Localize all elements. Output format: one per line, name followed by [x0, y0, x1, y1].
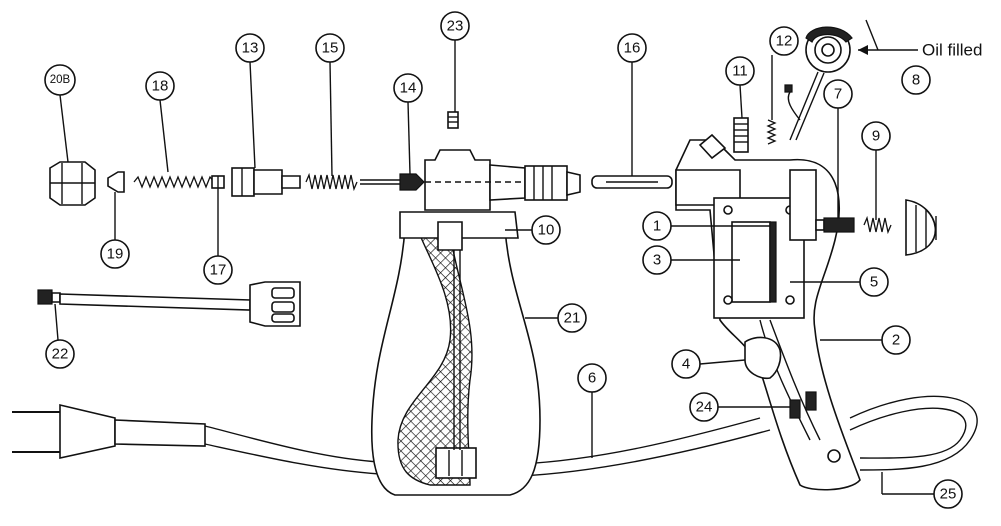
callout-13: 13	[235, 33, 265, 63]
adjuster-screw-7	[815, 217, 855, 233]
oil-filled-arrow	[858, 45, 918, 55]
rod-16	[591, 175, 673, 189]
spring-15	[305, 172, 358, 192]
callout-17: 17	[203, 255, 233, 285]
leader-lines	[54, 19, 934, 495]
callout-label: 24	[696, 399, 713, 416]
callout-label: 11	[732, 63, 748, 80]
callout-label: 13	[242, 40, 259, 57]
callout-1: 1	[642, 211, 672, 241]
callout-8: 8	[901, 65, 931, 95]
spring-9	[863, 215, 892, 235]
valve-17	[211, 175, 225, 189]
callout-7: 7	[823, 79, 853, 109]
switch-4	[744, 336, 782, 380]
callout-label: 21	[564, 310, 581, 327]
callout-2: 2	[881, 325, 911, 355]
callout-label: 17	[210, 262, 227, 279]
callout-23: 23	[440, 11, 470, 41]
callout-9: 9	[861, 121, 891, 151]
nozzle-tip	[107, 171, 125, 193]
callout-label: 15	[322, 40, 339, 57]
callout-21: 21	[557, 303, 587, 333]
callout-19: 19	[100, 239, 130, 269]
callout-14: 14	[393, 73, 423, 103]
callout-24: 24	[689, 392, 719, 422]
pin-23	[447, 111, 459, 129]
callout-16: 16	[617, 33, 647, 63]
callout-label: 18	[152, 78, 169, 95]
callout-6: 6	[577, 363, 607, 393]
adjuster-knob-8	[905, 199, 937, 256]
power-cord	[12, 395, 978, 477]
nozzle-nut	[49, 161, 96, 206]
callout-label: 10	[538, 222, 555, 239]
callout-label: 6	[588, 370, 596, 387]
container-cap	[399, 211, 519, 251]
callout-11: 11	[725, 56, 755, 86]
callout-label: 14	[400, 80, 417, 97]
callout-label: 7	[834, 86, 842, 103]
gun-housing	[675, 133, 861, 491]
spring-12	[766, 119, 777, 145]
callout-15: 15	[315, 33, 345, 63]
callout-label: 2	[892, 332, 900, 349]
callouts: 20B 18 13 15 23 14 16 11	[44, 11, 963, 509]
valve-body-13	[231, 167, 301, 197]
callout-label: 16	[624, 40, 641, 57]
callout-4: 4	[671, 349, 701, 379]
callout-12: 12	[769, 26, 799, 56]
callout-label: 8	[912, 72, 920, 89]
pump-body	[424, 149, 581, 211]
callout-label: 1	[653, 218, 661, 235]
spring-11	[733, 117, 749, 153]
callout-3: 3	[642, 245, 672, 275]
callout-label: 9	[872, 128, 880, 145]
callout-label: 23	[447, 18, 464, 35]
callout-label: 12	[776, 33, 793, 50]
oil-filled-capsule	[784, 26, 853, 141]
oil-filled-label: Oil filled	[922, 41, 982, 60]
spring-18	[133, 175, 215, 189]
callout-label: 3	[653, 252, 661, 269]
callout-label: 25	[940, 486, 957, 503]
callout-18: 18	[145, 71, 175, 101]
callout-22: 22	[45, 339, 75, 369]
callout-label: 5	[870, 274, 878, 291]
callout-label: 20B	[50, 74, 71, 86]
callout-10: 10	[531, 215, 561, 245]
callout-label: 22	[52, 346, 69, 363]
callout-label: 4	[682, 356, 690, 373]
callout-25: 25	[933, 479, 963, 509]
extension-nozzle	[37, 281, 301, 327]
piston-14	[360, 173, 425, 191]
callout-20b: 20B	[44, 64, 76, 96]
callout-5: 5	[859, 267, 889, 297]
fluid-container	[370, 227, 541, 496]
callout-label: 19	[107, 246, 124, 263]
